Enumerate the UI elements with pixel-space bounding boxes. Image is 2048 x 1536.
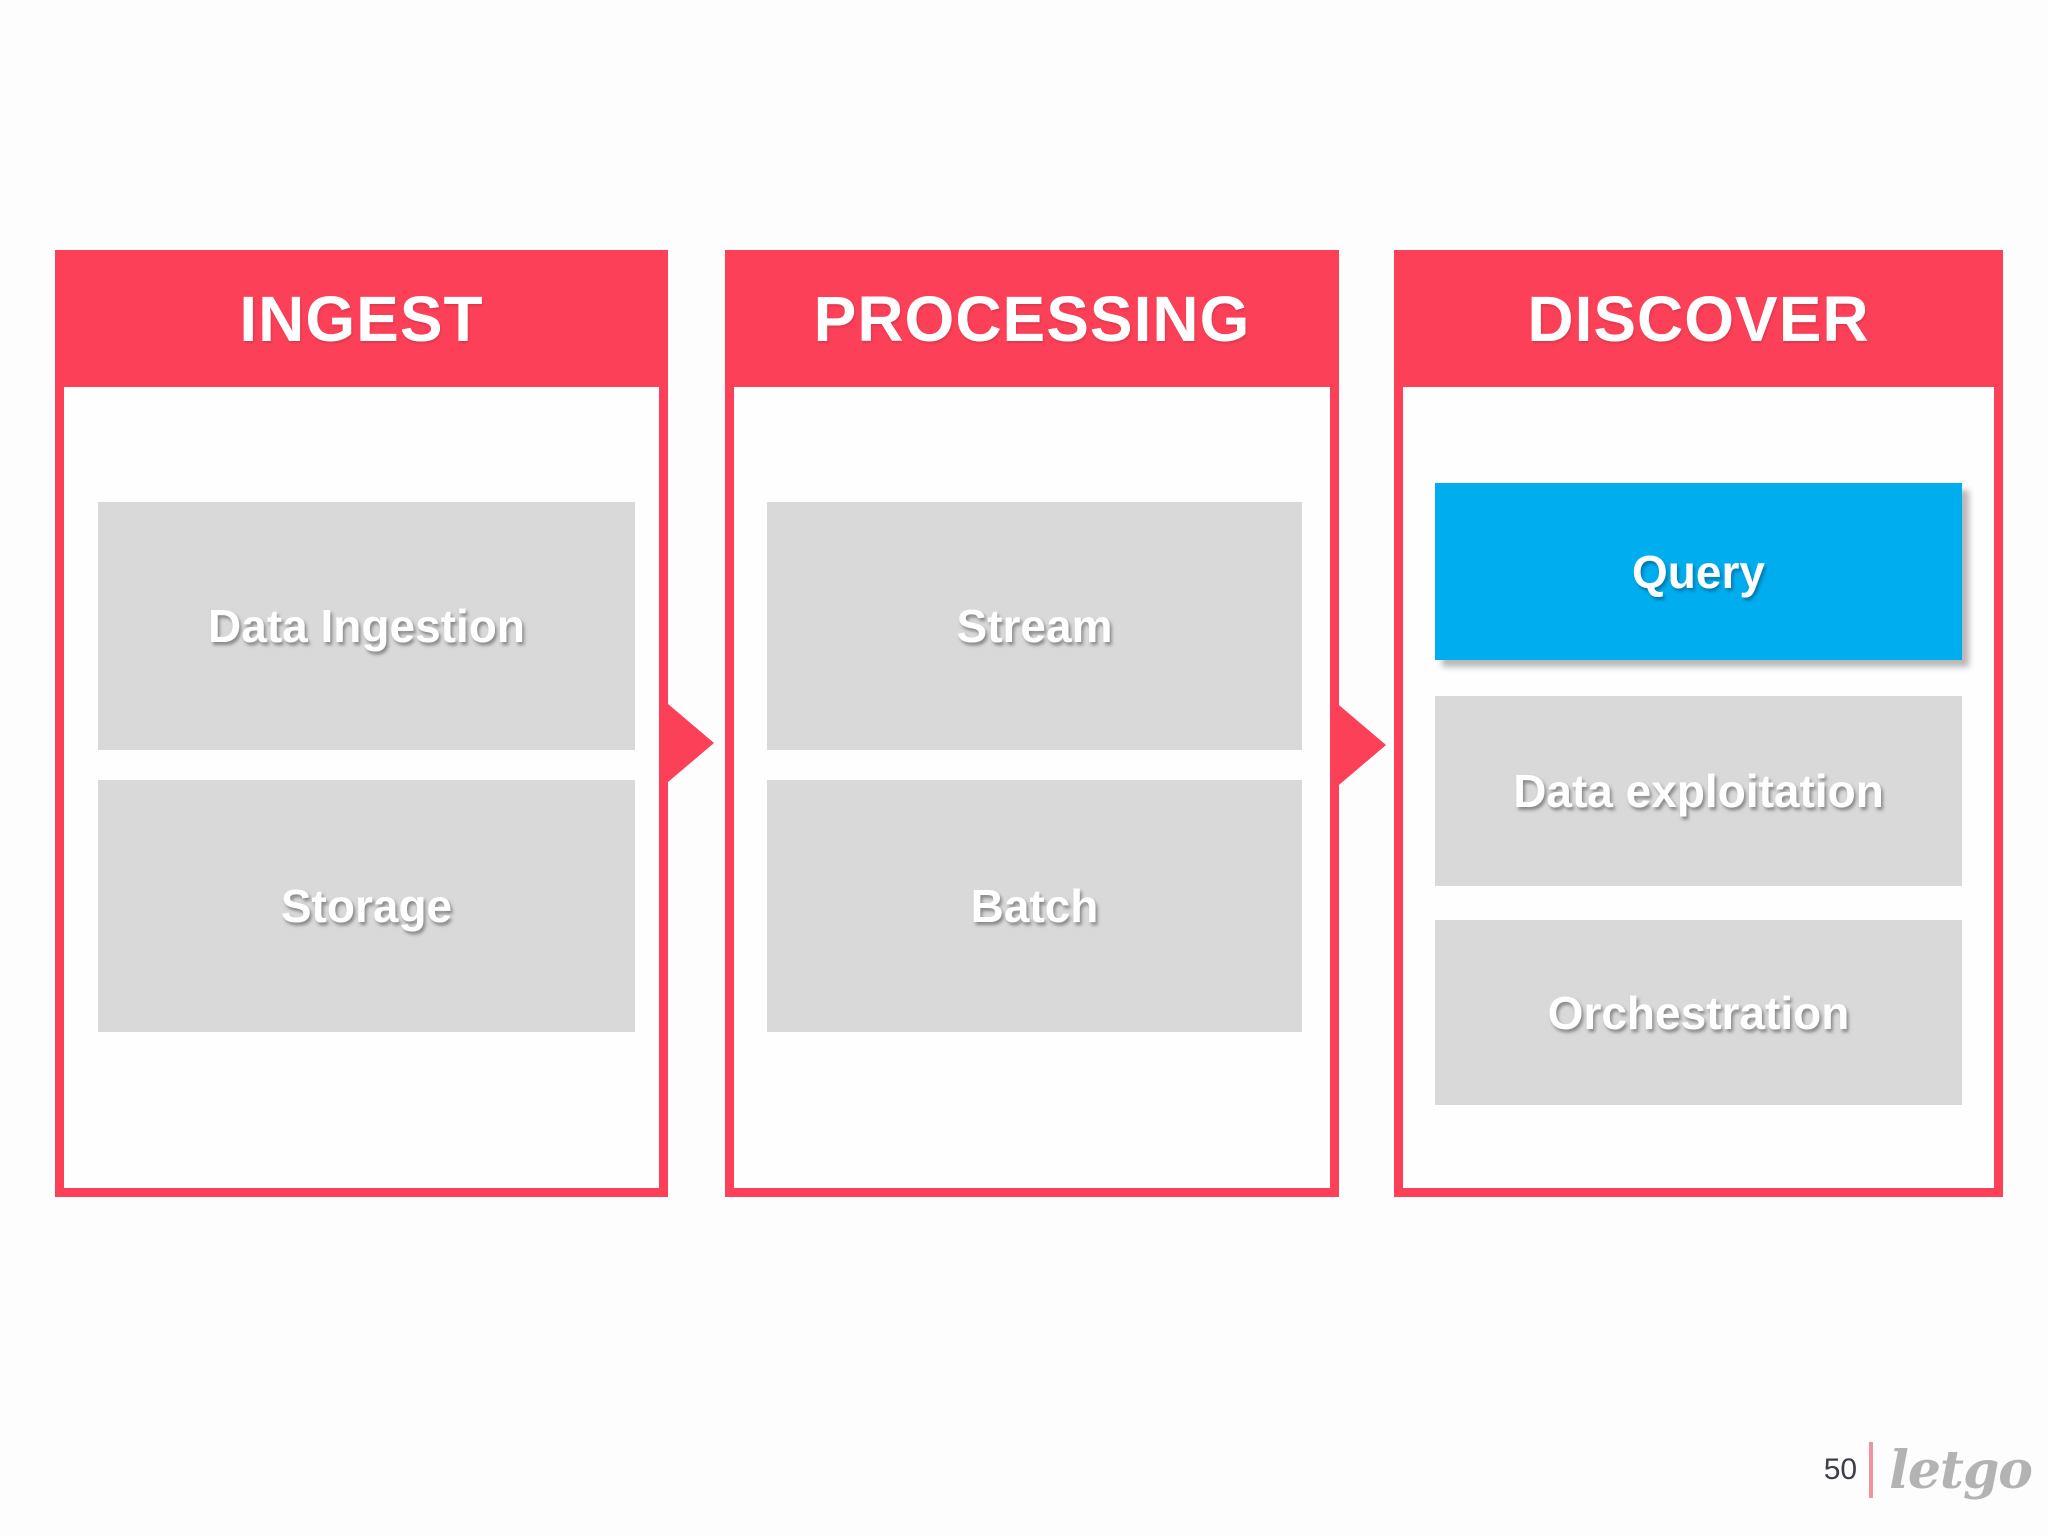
footer-divider bbox=[1869, 1442, 1874, 1498]
box-storage: Storage bbox=[98, 780, 635, 1032]
box-data-exploitation: Data exploitation bbox=[1435, 696, 1962, 886]
box-query: Query bbox=[1435, 483, 1962, 660]
box-data-ingestion: Data Ingestion bbox=[98, 502, 635, 750]
column-header-processing: PROCESSING bbox=[725, 250, 1339, 387]
letgo-logo: letgo bbox=[1889, 1439, 2033, 1501]
box-label-data-ingestion: Data Ingestion bbox=[208, 600, 525, 652]
flow-arrow-processing-to-discover-icon bbox=[1333, 700, 1386, 790]
box-label-query: Query bbox=[1632, 545, 1765, 598]
column-title-discover: DISCOVER bbox=[1527, 282, 1870, 355]
column-title-processing: PROCESSING bbox=[813, 282, 1251, 355]
column-header-discover: DISCOVER bbox=[1394, 250, 2003, 387]
column-header-ingest: INGEST bbox=[55, 250, 668, 387]
box-label-storage: Storage bbox=[280, 880, 453, 932]
column-title-ingest: INGEST bbox=[239, 282, 484, 355]
box-batch: Batch bbox=[767, 780, 1302, 1032]
box-label-stream: Stream bbox=[956, 600, 1113, 652]
box-orchestration: Orchestration bbox=[1435, 920, 1962, 1105]
page-number: 50 bbox=[1823, 1453, 1858, 1486]
box-stream: Stream bbox=[767, 502, 1302, 750]
footer: 50 letgo bbox=[1823, 1432, 2033, 1508]
box-label-data-exploitation: Data exploitation bbox=[1513, 765, 1884, 817]
box-label-orchestration: Orchestration bbox=[1547, 986, 1850, 1039]
flow-arrow-ingest-to-processing-icon bbox=[661, 698, 714, 788]
box-label-batch: Batch bbox=[970, 880, 1099, 932]
